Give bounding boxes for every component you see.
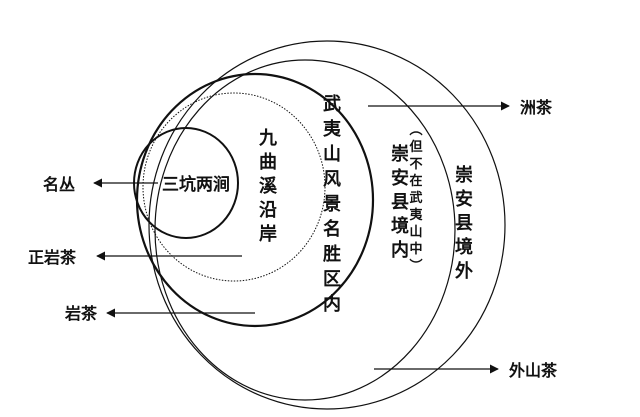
not-in-wuyishan-char: ︶	[408, 258, 422, 274]
inside-county-char: 安	[391, 167, 409, 189]
nine-bend-stream-char: 溪	[259, 176, 278, 197]
inside-county-char: 县	[391, 192, 409, 213]
nine-bend-stream-char: 岸	[259, 223, 277, 245]
waishancha-label: 外山茶	[508, 361, 558, 380]
scenic-area-char: 武	[323, 94, 341, 115]
scenic-area-char: 景	[323, 194, 341, 215]
inside-county-char: 内	[391, 239, 409, 261]
outside-county-char: 崇	[455, 164, 473, 186]
outside-county-char: 境	[455, 236, 473, 258]
ring-inside-county	[154, 59, 456, 401]
outside-county-char: 外	[455, 260, 473, 282]
not-in-wuyishan-char: 在	[409, 173, 422, 189]
yancha-label: 岩茶	[64, 304, 98, 323]
scenic-area-char: 山	[323, 144, 341, 165]
scenic-area-char: 内	[323, 293, 341, 315]
not-in-wuyishan-char: ︵	[408, 123, 422, 138]
zhoucha-label: 洲茶	[520, 98, 553, 117]
nine-bend-stream-char: 曲	[259, 152, 277, 173]
mingcong-label: 名丛	[43, 175, 75, 194]
not-in-wuyishan-char: 山	[409, 224, 422, 240]
not-in-wuyishan-char: 不	[409, 157, 422, 172]
not-in-wuyishan-char: 夷	[409, 207, 423, 223]
zhengyancha-label: 正岩茶	[28, 248, 77, 267]
core-label: 三坑两涧	[162, 174, 230, 195]
nine-bend-stream-char: 九	[258, 128, 277, 149]
scenic-area-char: 胜	[323, 244, 341, 265]
not-in-wuyishan-char: 但	[408, 139, 422, 155]
scenic-area-char: 风	[323, 169, 341, 190]
inside-county-char: 崇	[391, 143, 409, 165]
not-in-wuyishan-char: 武	[409, 190, 422, 206]
ring-outside-county	[148, 40, 506, 410]
scenic-area-char: 名	[323, 218, 341, 240]
nine-bend-stream-char: 沿	[259, 200, 277, 221]
inside-county-char: 境	[391, 215, 409, 237]
not-in-wuyishan-char: 中	[409, 241, 422, 257]
scenic-area-char: 夷	[322, 118, 342, 140]
ring-nine-bend-stream	[142, 92, 326, 282]
outside-county-char: 县	[455, 213, 473, 234]
scenic-area-char: 区	[323, 269, 341, 290]
outside-county-char: 安	[455, 188, 473, 210]
